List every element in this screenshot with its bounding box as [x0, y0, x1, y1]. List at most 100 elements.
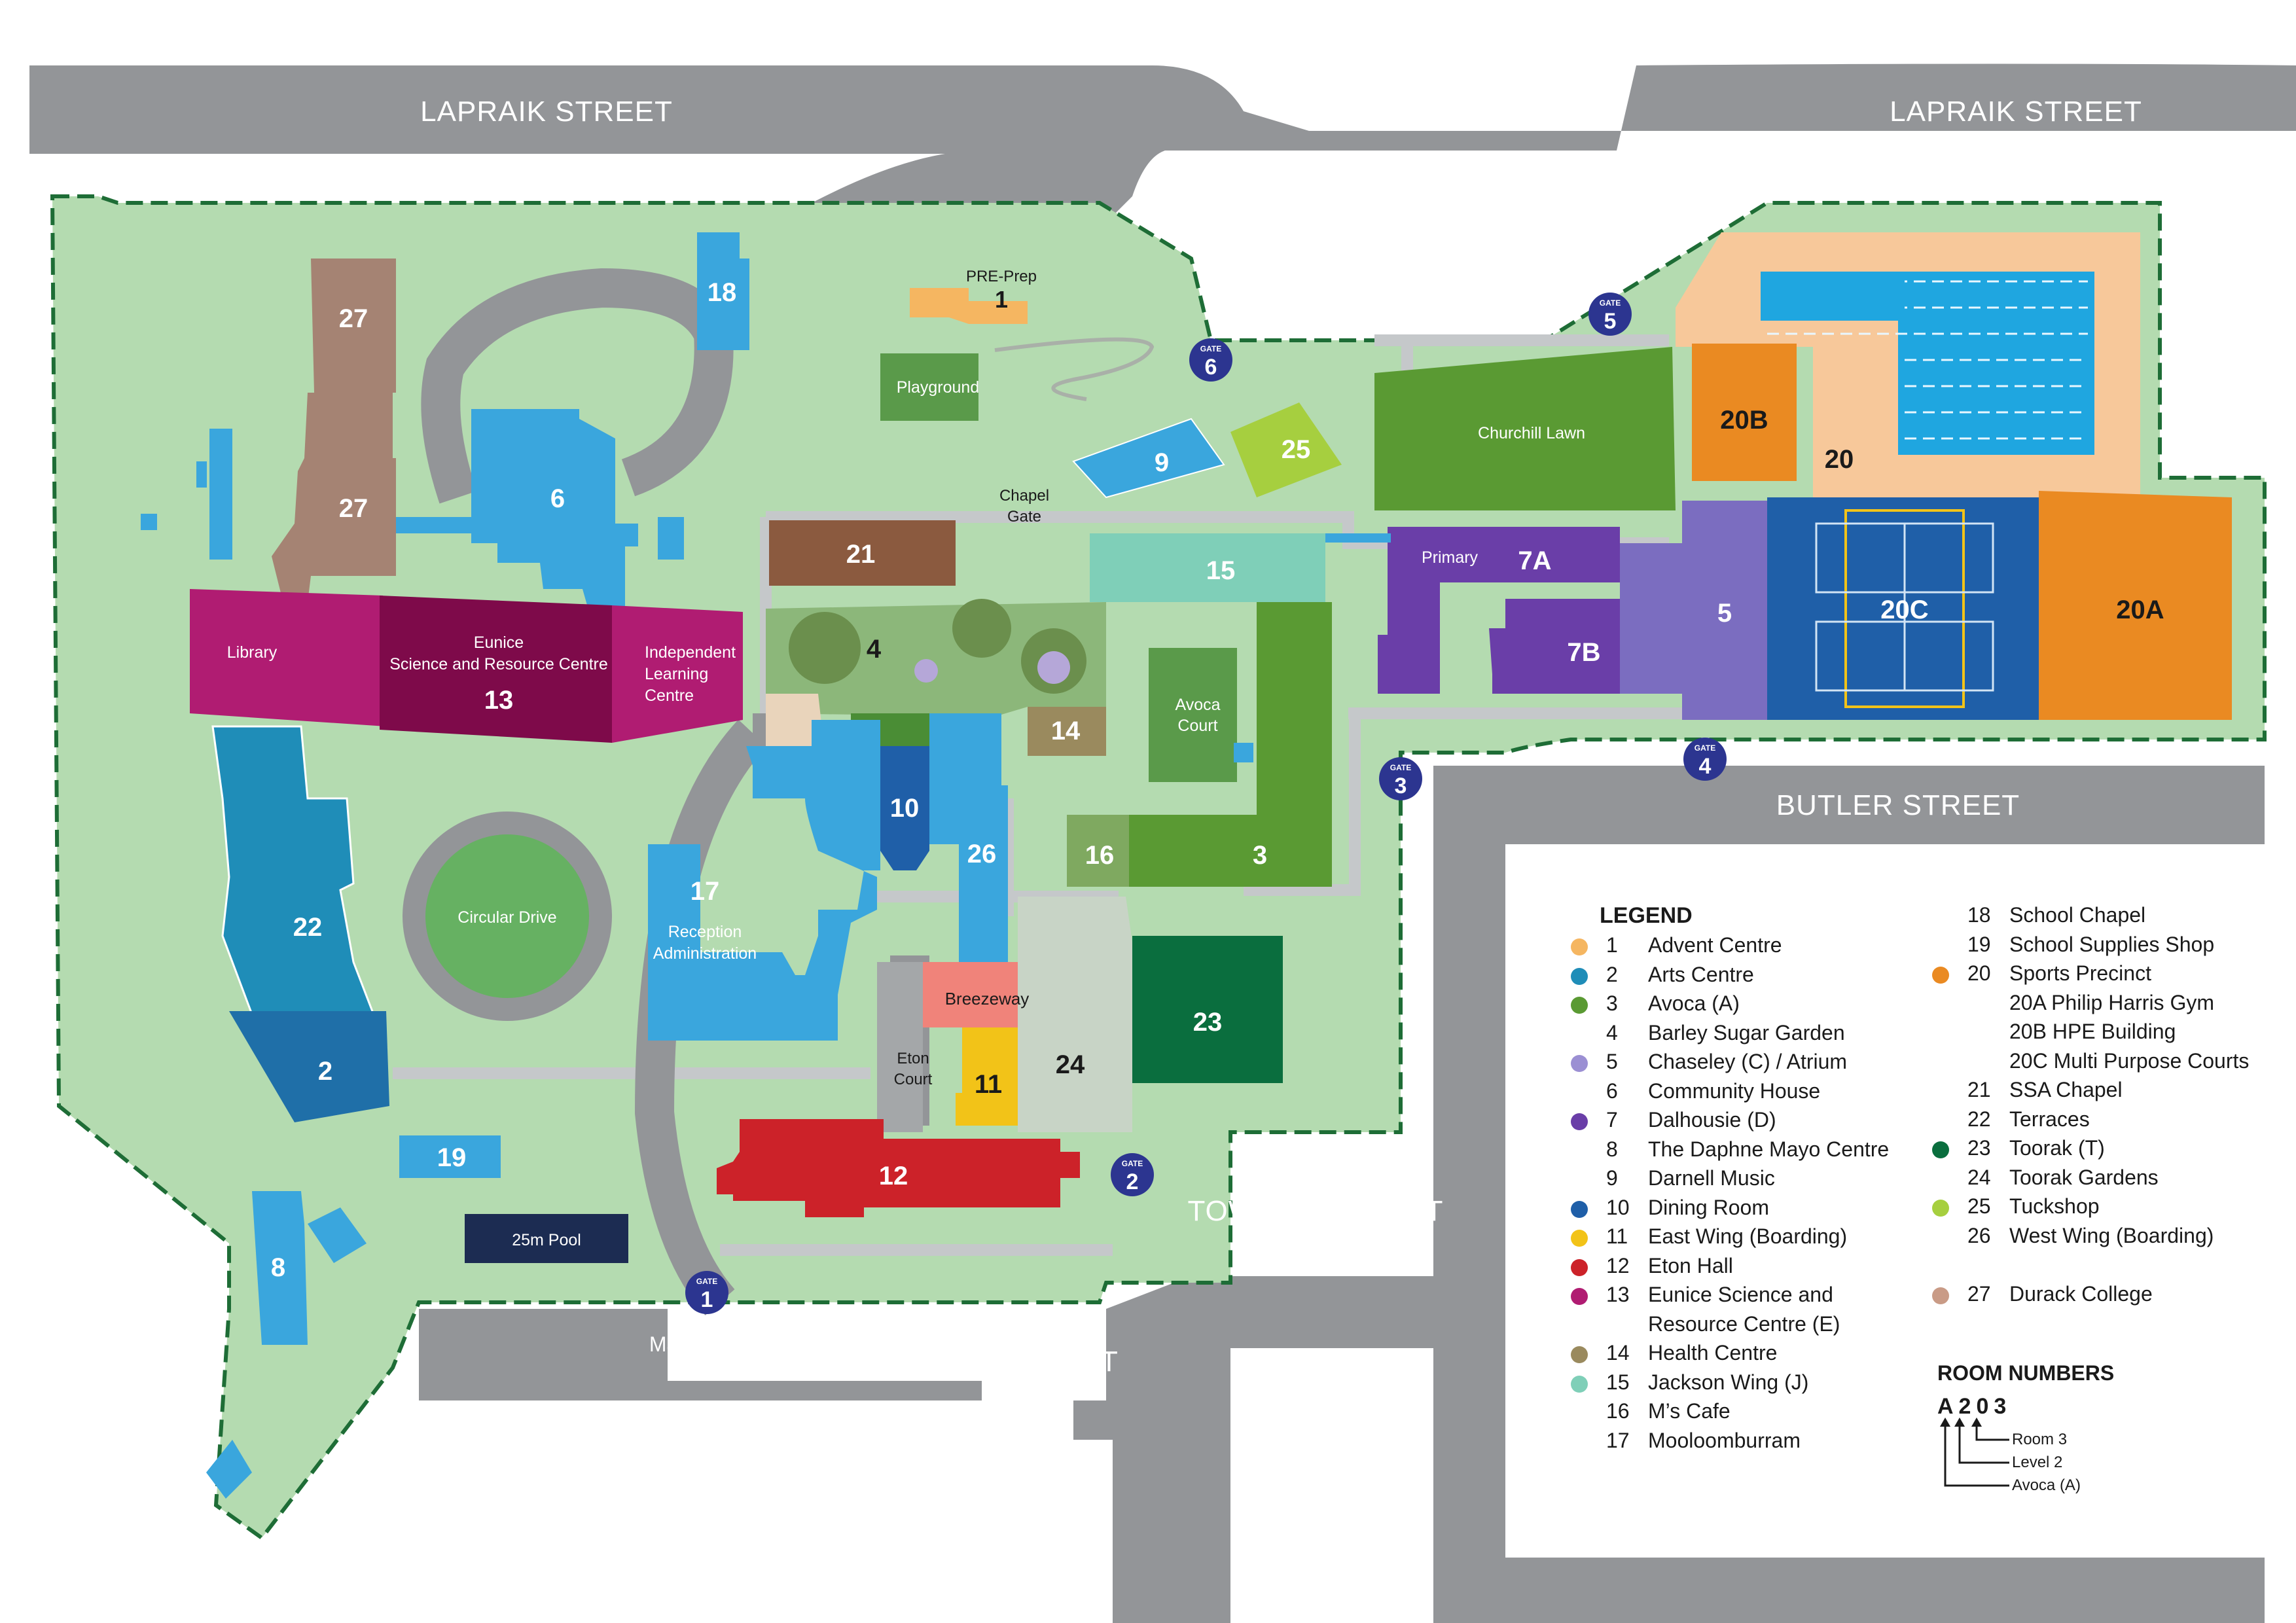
gate-3[interactable]: GATE 3 [1379, 757, 1422, 800]
gate-2[interactable]: GATE 2 [1111, 1153, 1154, 1196]
small-building-b [196, 461, 207, 488]
label-library: Library [227, 643, 278, 662]
label-13: 13 [484, 686, 514, 715]
legend-swatch-icon [1932, 1258, 1949, 1275]
label-14: 14 [1051, 717, 1081, 745]
building-26[interactable] [929, 713, 1008, 962]
building-27-top[interactable] [311, 259, 396, 393]
building-9[interactable] [1072, 418, 1225, 499]
building-8[interactable] [252, 1191, 308, 1345]
legend-swatch-icon [1932, 967, 1949, 984]
label-7a: 7A [1518, 546, 1551, 575]
gate-4[interactable]: GATE 4 [1683, 738, 1727, 781]
gate-5[interactable]: GATE 5 [1588, 293, 1632, 336]
legend-swatch-icon [1932, 908, 1949, 925]
legend-swatch-icon [1932, 1229, 1949, 1246]
garden-flowers [914, 651, 1070, 684]
churchill-lawn [1374, 347, 1676, 510]
label-avoca-court-2: Court [1177, 717, 1217, 735]
building-18[interactable] [697, 232, 749, 350]
legend-number: 1 [1606, 933, 1618, 957]
building-13[interactable] [380, 596, 612, 743]
building-8-annex [308, 1207, 367, 1263]
gate-4-word: GATE [1695, 743, 1715, 753]
legend-swatch-icon [1932, 1025, 1949, 1042]
building-6-link [396, 517, 471, 533]
building-27-bottom[interactable] [272, 393, 396, 602]
legend-number: 20 [1967, 961, 1991, 985]
building-7b[interactable] [1489, 599, 1620, 694]
label-circular-drive: Circular Drive [457, 908, 556, 927]
label-chapel-gate-2: Gate [1007, 508, 1041, 526]
building-5[interactable] [1620, 501, 1767, 720]
legend-swatch-icon [1571, 1200, 1588, 1218]
label-churchill: Churchill Lawn [1478, 424, 1585, 442]
building-22[interactable] [211, 725, 388, 1048]
play-track [994, 337, 1155, 401]
legend-number: 2 [1606, 962, 1618, 986]
eton-court [877, 962, 923, 1132]
building-20a[interactable] [2039, 491, 2232, 720]
garden-path [766, 694, 825, 753]
legend-swatch-icon [1571, 1055, 1588, 1072]
legend-number: 22 [1967, 1107, 1991, 1131]
gate-6[interactable]: GATE 6 [1189, 338, 1232, 382]
label-20b: 20B [1720, 406, 1768, 435]
gate-3-word: GATE [1390, 763, 1411, 772]
gate-1-number: 1 [701, 1287, 713, 1312]
label-3: 3 [1253, 841, 1267, 870]
label-12: 12 [879, 1162, 908, 1190]
label-1: 1 [995, 286, 1008, 313]
label-13-line2: Science and Resource Centre [389, 655, 608, 673]
label-23: 23 [1193, 1008, 1223, 1037]
building-3[interactable] [1126, 602, 1332, 887]
legend-swatch-icon [1932, 1113, 1949, 1130]
walkway [1325, 533, 1391, 543]
independent-learning-centre[interactable] [612, 605, 743, 743]
pool-25m [465, 1214, 628, 1263]
legend-number: 27 [1967, 1281, 1991, 1306]
label-eton-court-2: Court [894, 1071, 933, 1088]
building-2[interactable] [229, 1011, 389, 1122]
label-10: 10 [890, 794, 920, 823]
building-10[interactable] [880, 746, 929, 870]
building-17[interactable] [687, 720, 880, 1041]
building-25[interactable] [1230, 402, 1342, 497]
legend-label: Toorak Gardens [2009, 1165, 2159, 1189]
building-24 [1018, 897, 1132, 1132]
legend-label: Barley Sugar Garden [1648, 1020, 1845, 1044]
building-1[interactable] [910, 288, 1028, 324]
label-chapel-gate-1: Chapel [999, 487, 1049, 505]
legend-label: Terraces [2009, 1107, 2090, 1131]
label-4: 4 [867, 635, 882, 664]
legend-number: 24 [1967, 1165, 1991, 1189]
legend-swatch-icon [1571, 1230, 1588, 1247]
building-21[interactable] [769, 520, 956, 586]
legend-swatch-icon [1571, 1084, 1588, 1101]
building-15[interactable] [1090, 533, 1325, 602]
building-6[interactable] [471, 409, 638, 612]
label-22: 22 [293, 913, 323, 942]
label-20: 20 [1825, 445, 1854, 474]
building-11[interactable] [956, 1027, 1018, 1126]
label-5: 5 [1717, 599, 1732, 628]
legend-label: 20C Multi Purpose Courts [2009, 1048, 2250, 1073]
building-19[interactable] [399, 1135, 501, 1178]
label-eton-court-1: Eton [897, 1050, 929, 1067]
label-8: 8 [271, 1253, 285, 1282]
label-20c: 20C [1880, 596, 1928, 624]
building-16[interactable] [1067, 815, 1129, 887]
library[interactable] [190, 589, 386, 726]
building-12[interactable] [717, 1119, 1080, 1217]
legend-swatch-icon [1571, 1026, 1588, 1043]
legend-label: Eunice Science and [1648, 1283, 1833, 1306]
building-23[interactable] [1132, 936, 1283, 1083]
legend-label: Avoca (A) [1648, 991, 1740, 1015]
playground [880, 353, 978, 421]
legend-label: Community House [1648, 1079, 1821, 1103]
building-14[interactable] [1028, 707, 1106, 756]
building-20b[interactable] [1692, 344, 1797, 481]
gate-1[interactable]: GATE 1 [685, 1271, 728, 1314]
building-7a[interactable] [1378, 527, 1620, 694]
